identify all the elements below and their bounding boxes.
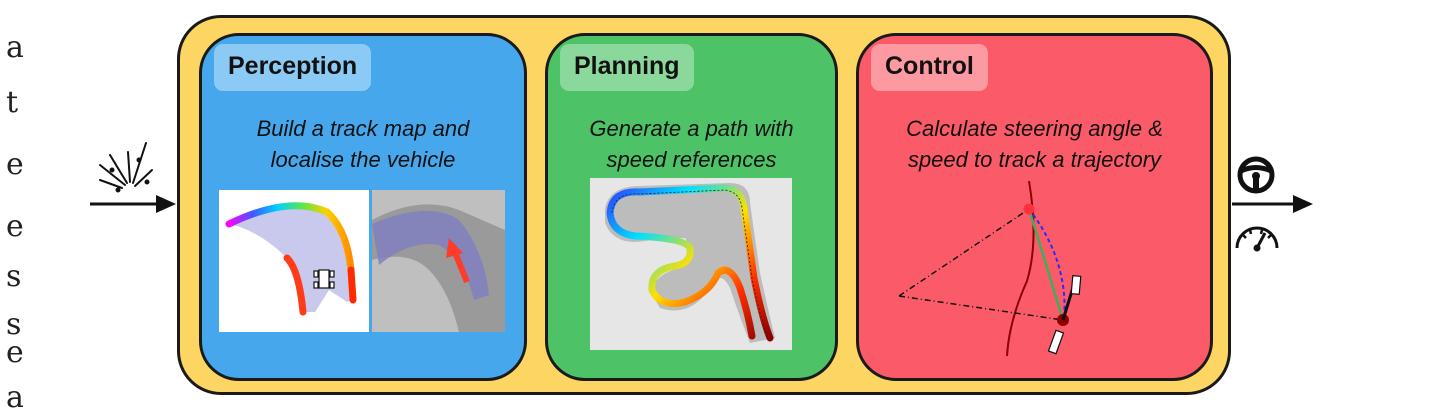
edge-glyph: s [6, 259, 22, 294]
radius-line-bottom [898, 295, 1064, 321]
rear-wheel-icon [1047, 329, 1065, 355]
edge-glyph: a [6, 380, 24, 415]
reference-line [611, 189, 769, 339]
output-arrow [1232, 195, 1313, 213]
control-figure [898, 181, 1082, 357]
track-boundary-inner [283, 254, 307, 316]
edge-glyph: a [6, 30, 24, 65]
edge-glyph: e [6, 335, 24, 370]
perception-module: Perception Build a track map and localis… [199, 33, 527, 381]
heading-arrow-icon [446, 238, 470, 284]
track-boundary-outer [225, 202, 355, 274]
control-desc-line2: speed to track a trajectory [907, 147, 1162, 172]
perception-desc-line1: Build a track map and [256, 116, 470, 141]
lookahead-line [1027, 208, 1065, 321]
planning-desc-line2: speed references [606, 147, 777, 172]
edge-glyph: e [6, 147, 24, 182]
perception-title: Perception [214, 44, 372, 91]
input-arrow [90, 195, 176, 213]
control-module: Control Calculate steering angle & speed… [856, 33, 1213, 381]
lidar-sensor-icon [99, 142, 153, 193]
steering-wheel-icon [1237, 156, 1275, 194]
edge-glyph: s [6, 307, 22, 342]
perception-description: Build a track map and localise the vehic… [202, 113, 524, 175]
planning-title: Planning [560, 44, 694, 91]
planning-description: Generate a path with speed references [548, 113, 835, 175]
planning-desc-line1: Generate a path with [589, 116, 794, 141]
edge-glyph: t [6, 85, 19, 120]
front-wheel-icon [1070, 275, 1082, 295]
control-title: Control [871, 44, 988, 91]
lookahead-point [1023, 203, 1035, 215]
planning-module: Planning Generate a path with speed refe… [545, 33, 838, 381]
control-description: Calculate steering angle & speed to trac… [859, 113, 1210, 175]
arc-path [1028, 208, 1066, 321]
speedometer-icon [1235, 226, 1279, 252]
perception-figure [219, 190, 505, 332]
edge-glyph: e [6, 209, 24, 244]
vehicle-icon [313, 269, 335, 289]
planning-figure [590, 178, 792, 350]
radius-line-top [898, 208, 1030, 297]
perception-desc-line2: localise the vehicle [270, 147, 456, 172]
control-desc-line1: Calculate steering angle & [906, 116, 1163, 141]
speed-profile-path [606, 184, 774, 342]
